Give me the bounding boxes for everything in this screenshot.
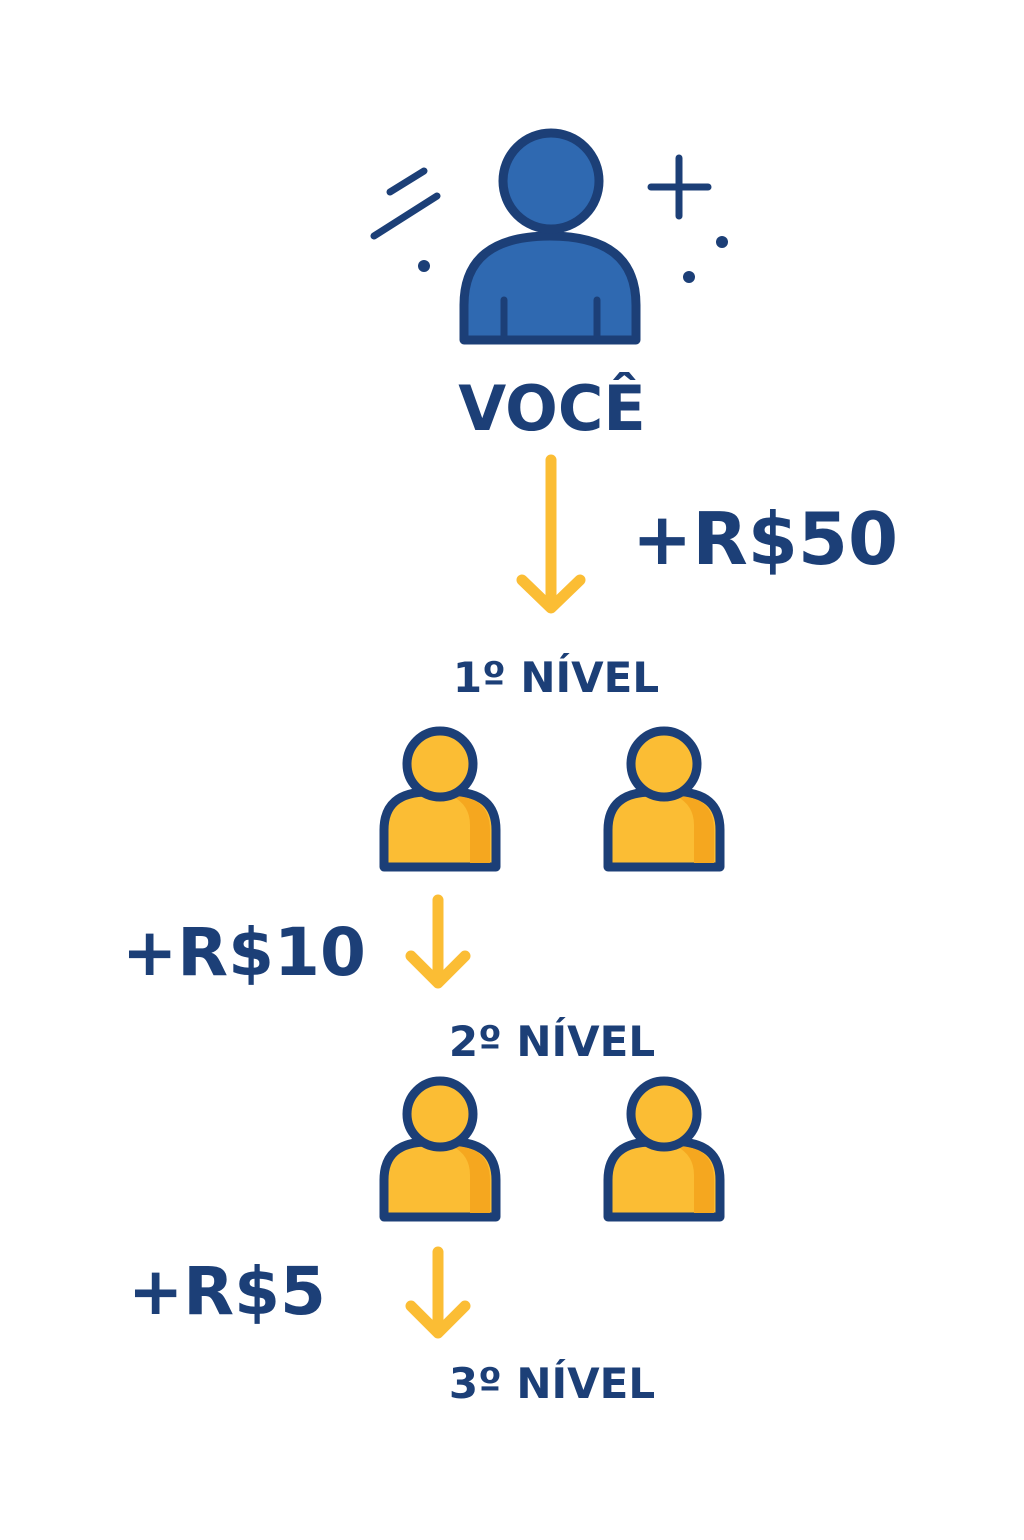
- arrow-down-icon: [516, 454, 586, 614]
- level-1-amount: +R$50: [632, 497, 898, 581]
- level-3-amount: +R$5: [128, 1253, 326, 1330]
- top-user-icon: [370, 128, 728, 345]
- level-2-amount: +R$10: [122, 914, 366, 991]
- level-1-label: 1º NÍVEL: [453, 652, 659, 702]
- level-1-user-icon: [379, 726, 501, 872]
- sparkle-decoration-icon: [370, 154, 728, 283]
- level-2-user-icon: [603, 1076, 725, 1222]
- top-user-label: VOCÊ: [458, 372, 645, 445]
- level-3-label: 3º NÍVEL: [449, 1358, 655, 1408]
- level-2-label: 2º NÍVEL: [449, 1016, 655, 1066]
- level-1-user-icon: [603, 726, 725, 872]
- arrow-down-icon: [405, 1246, 471, 1339]
- level-2-user-icon: [379, 1076, 501, 1222]
- arrow-down-icon: [405, 894, 471, 989]
